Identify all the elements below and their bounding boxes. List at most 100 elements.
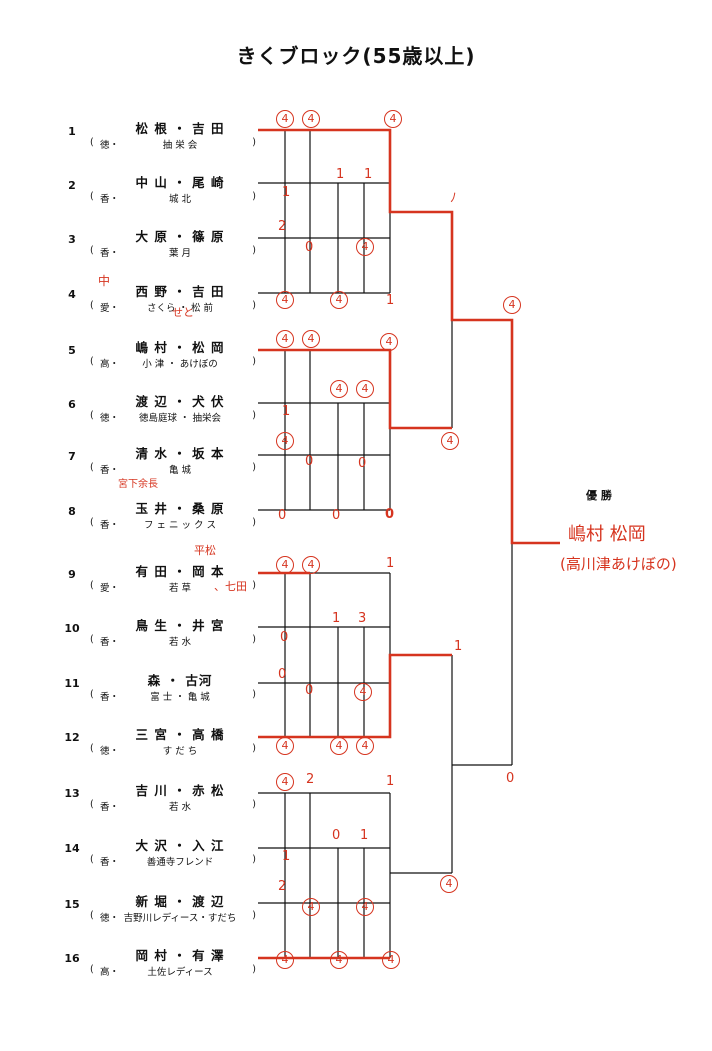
entry-prefecture: 徳・ [100,746,120,757]
entry-club-name: 若 水 [168,802,192,813]
entry-prefecture: 高・ [100,359,120,370]
club-paren-close: ) [252,964,256,975]
score-mark: 1 [364,167,373,182]
score-circle: 4 [276,432,294,450]
club-paren-open: ( [90,634,94,645]
club-paren-open: ( [90,964,94,975]
entry-club-name: 若 水 [168,637,192,648]
entry-names: 玉 井 ・ 桑 原 [135,501,225,516]
club-paren-open: ( [90,799,94,810]
club-paren-open: ( [90,517,94,528]
entry-names: 森 ・ 古河 [147,673,213,688]
entry-number: 9 [68,568,76,581]
club-paren-open: ( [90,410,94,421]
entry-number: 2 [68,179,76,192]
entry-prefecture: 香・ [100,802,120,813]
club-paren-close: ) [252,580,256,591]
entry-club-name: 若 草 [168,583,192,594]
entry-number: 5 [68,344,76,357]
score-mark: 0 [280,630,289,645]
score-circle: 4 [356,238,374,256]
entry-prefecture: 香・ [100,692,120,703]
score-mark: 2 [278,879,287,894]
club-paren-close: ) [252,743,256,754]
score-mark: 1 [332,611,341,626]
score-mark: 3 [358,611,367,626]
score-mark: 0 [278,508,287,523]
score-circle: 4 [302,898,320,916]
club-paren-open: ( [90,245,94,256]
winner-label: 優 勝 [586,489,612,502]
club-paren-open: ( [90,743,94,754]
score-mark: 0 [332,508,341,523]
club-paren-close: ) [252,517,256,528]
score-circle: 4 [276,291,294,309]
entry-names: 新 堀 ・ 渡 辺 [135,894,225,909]
entry-number: 8 [68,505,76,518]
entry-names: 鳥 生 ・ 井 宮 [135,618,225,633]
entry-number: 11 [64,677,80,690]
score-circle: 4 [276,110,294,128]
score-circle: 4 [384,110,402,128]
bracket-red-path [258,128,560,960]
club-paren-close: ) [252,689,256,700]
entry-prefecture: 高・ [100,967,120,978]
entry-club-name: 徳島庭球 ・ 抽栄会 [138,413,222,424]
entry-number: 4 [68,288,76,301]
score-circle: 4 [356,380,374,398]
entry-prefecture: 香・ [100,520,120,531]
entry-number: 6 [68,398,76,411]
club-paren-close: ) [252,137,256,148]
score-mark: 1 [336,167,345,182]
entry-club-name: す だ ち [162,746,198,757]
page-title: きくブロック(55歳以上) [236,44,476,68]
entry-prefecture: 香・ [100,637,120,648]
score-mark: 0 [332,828,341,843]
club-paren-open: ( [90,910,94,921]
score-mark: 1 [282,404,291,419]
score-circle: 4 [382,951,400,969]
entry-prefecture: 香・ [100,857,120,868]
score-circle: 4 [380,333,398,351]
entry-club-name: 葉 月 [168,248,192,259]
club-paren-close: ) [252,356,256,367]
club-paren-open: ( [90,300,94,311]
club-paren-close: ) [252,910,256,921]
score-mark: 1 [282,849,291,864]
score-circle: 4 [330,951,348,969]
score-mark: 2 [278,219,287,234]
entry-names: 三 宮 ・ 高 橋 [135,727,225,742]
entry-names: 大 原 ・ 篠 原 [135,229,225,244]
entry-names: 有 田 ・ 岡 本 [135,564,225,579]
entry-prefecture: 香・ [100,248,120,259]
entry-number: 10 [64,622,80,635]
score-circle: 4 [441,432,459,450]
score-mark: 1 [360,828,369,843]
entry-number: 1 [68,125,76,138]
entry-number: 15 [64,898,80,911]
score-circle: 4 [276,556,294,574]
club-paren-open: ( [90,462,94,473]
score-mark: 1 [282,185,291,200]
score-circle: 4 [302,110,320,128]
score-circle: 4 [276,737,294,755]
entry-prefecture: 香・ [100,194,120,205]
score-circle: 4 [276,330,294,348]
entry-prefecture: 愛・ [100,583,120,594]
entry-names: 清 水 ・ 坂 本 [135,446,225,461]
club-paren-open: ( [90,191,94,202]
entry-club-name: 小 津 ・ あけぼの [142,359,218,370]
entry-names: 西 野 ・ 吉 田 [135,284,225,299]
club-paren-close: ) [252,462,256,473]
score-circle: 4 [440,875,458,893]
entry-number: 16 [64,952,80,965]
entry-names: 岡 村 ・ 有 澤 [135,948,225,963]
entry-names: 嶋 村 ・ 松 岡 [135,340,225,355]
entry-club-name: さくら ・ 松 前 [146,303,214,314]
entry-club-name: 抽 栄 会 [162,140,198,151]
entry-club-name: 富 士 ・ 亀 城 [150,692,210,703]
club-paren-open: ( [90,356,94,367]
score-mark: 0 [305,454,314,469]
entry-club-name: 城 北 [168,194,192,205]
entry-club-name: 土佐レディース [147,967,213,978]
